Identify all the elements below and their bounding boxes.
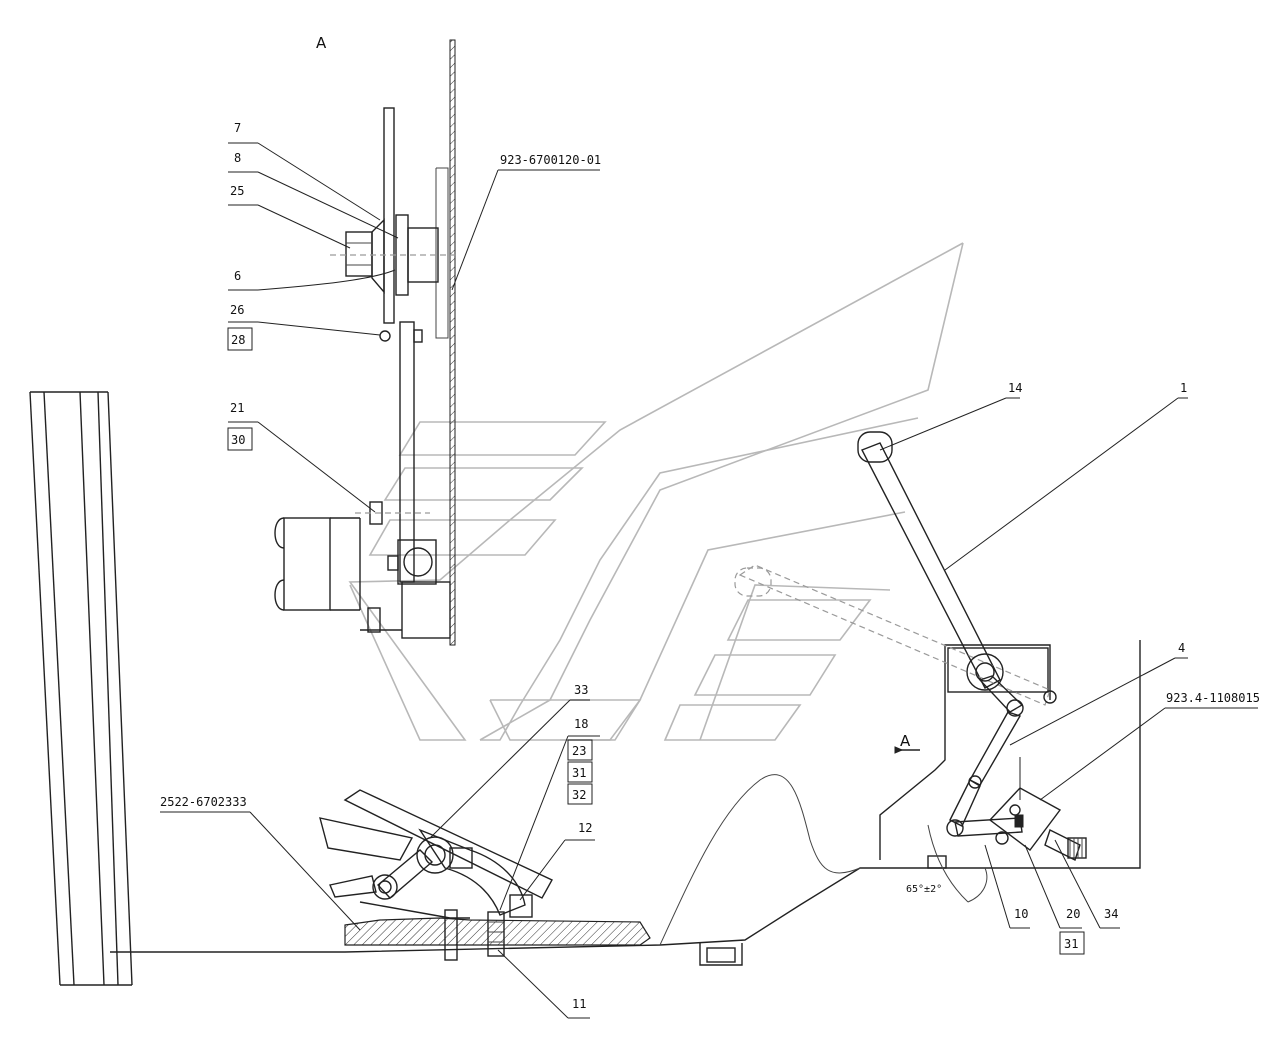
view-label-top: A (316, 34, 327, 52)
right-lever-assembly (734, 431, 1087, 903)
labels: A A 65°±2° 7 8 25 6 26 28 21 30 923-6700… (160, 34, 1260, 1011)
callout-20: 20 (1066, 907, 1080, 921)
callout-4: 4 (1178, 641, 1185, 655)
callout-25: 25 (230, 184, 244, 198)
callout-31-top: 31 (572, 766, 586, 780)
pedal-assembly (319, 789, 651, 961)
view-label-section: A (900, 732, 911, 750)
callout-14: 14 (1008, 381, 1022, 395)
door-frame (29, 391, 133, 986)
callout-18: 18 (574, 717, 588, 731)
callout-11: 11 (572, 997, 586, 1011)
callout-1: 1 (1180, 381, 1187, 395)
section-marker (894, 746, 920, 754)
callout-6: 6 (234, 269, 241, 283)
callout-26: 26 (230, 303, 244, 317)
callout-30: 30 (231, 433, 245, 447)
callout-33: 33 (574, 683, 588, 697)
cab-outline (348, 242, 964, 741)
callout-8: 8 (234, 151, 241, 165)
callout-12: 12 (578, 821, 592, 835)
floor (110, 640, 1141, 966)
callout-23: 23 (572, 744, 586, 758)
top-detail-view (274, 39, 460, 646)
callout-31-bottom: 31 (1064, 937, 1078, 951)
angle-dimension: 65°±2° (906, 884, 942, 895)
callout-7: 7 (234, 121, 241, 135)
callout-32: 32 (572, 788, 586, 802)
callout-28: 28 (231, 333, 245, 347)
callout-34: 34 (1104, 907, 1118, 921)
callout-21: 21 (230, 401, 244, 415)
ref-assembly-right: 923.4-1108015 (1166, 691, 1260, 705)
leader-lines (160, 142, 1258, 1019)
ref-assembly-top: 923-6700120-01 (500, 153, 601, 167)
ref-assembly-left: 2522-6702333 (160, 795, 247, 809)
callout-10: 10 (1014, 907, 1028, 921)
